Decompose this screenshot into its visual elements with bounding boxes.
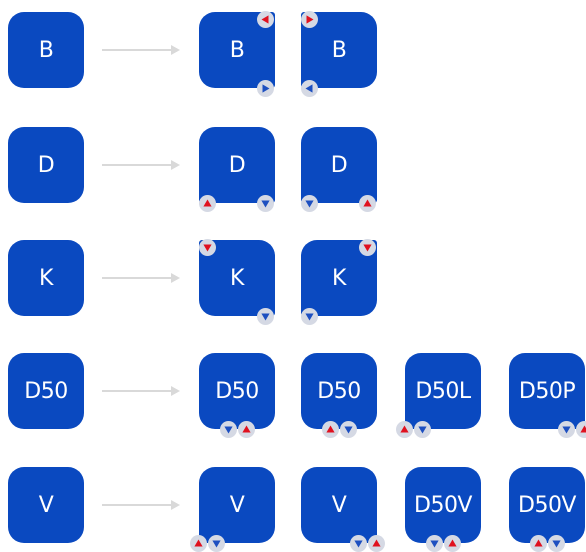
arrow-right-icon (102, 44, 182, 56)
triangle-down-blue-icon (414, 421, 431, 438)
result-tile-b-label: B (332, 38, 347, 63)
result-tile-v: V (199, 467, 275, 543)
source-tile-d50-label: D50 (24, 379, 67, 404)
triangle-down-blue-icon (257, 308, 274, 325)
triangle-down-blue-icon (257, 195, 274, 212)
triangle-up-red-icon (199, 195, 216, 212)
triangle-left-blue-icon (301, 80, 318, 97)
result-tile-d-label: D (331, 153, 347, 178)
arrow-right-icon (102, 272, 182, 284)
result-tile-d50: D50 (301, 353, 377, 429)
result-tile-d50-label: D50 (317, 379, 360, 404)
triangle-up-red-icon (444, 535, 461, 552)
triangle-up-red-icon (576, 421, 586, 438)
result-tile-d50-label: D50 (215, 379, 258, 404)
result-tile-v: V (301, 467, 377, 543)
result-tile-d50l: D50L (405, 353, 481, 429)
result-tile-d50: D50 (199, 353, 275, 429)
triangle-right-red-icon (301, 11, 318, 28)
triangle-down-blue-icon (301, 308, 318, 325)
result-tile-d50v-label: D50V (518, 493, 576, 518)
source-tile-k-label: K (39, 266, 53, 291)
triangle-down-blue-icon (426, 535, 443, 552)
triangle-down-blue-icon (340, 421, 357, 438)
triangle-down-blue-icon (350, 535, 367, 552)
triangle-down-red-icon (359, 239, 376, 256)
result-tile-d50v: D50V (509, 467, 585, 543)
triangle-up-red-icon (396, 421, 413, 438)
source-tile-v-label: V (39, 493, 54, 518)
triangle-down-blue-icon (548, 535, 565, 552)
arrow-right-icon (102, 385, 182, 397)
triangle-left-red-icon (257, 11, 274, 28)
triangle-down-blue-icon (301, 195, 318, 212)
triangle-up-red-icon (530, 535, 547, 552)
result-tile-k-label: K (332, 266, 346, 291)
triangle-up-red-icon (359, 195, 376, 212)
result-tile-d-label: D (229, 153, 245, 178)
source-tile-k: K (8, 240, 84, 316)
result-tile-k-label: K (230, 266, 244, 291)
source-tile-d-label: D (38, 153, 54, 178)
triangle-right-blue-icon (257, 80, 274, 97)
triangle-up-red-icon (368, 535, 385, 552)
result-tile-d: D (301, 127, 377, 203)
triangle-down-blue-icon (208, 535, 225, 552)
result-tile-d: D (199, 127, 275, 203)
result-tile-v-label: V (230, 493, 245, 518)
triangle-down-red-icon (199, 239, 216, 256)
triangle-up-red-icon (322, 421, 339, 438)
result-tile-v-label: V (332, 493, 347, 518)
result-tile-d50l-label: D50L (415, 379, 470, 404)
arrow-right-icon (102, 159, 182, 171)
result-tile-d50p: D50P (509, 353, 585, 429)
result-tile-d50v-label: D50V (414, 493, 472, 518)
source-tile-b-label: B (39, 38, 54, 63)
source-tile-d50: D50 (8, 353, 84, 429)
source-tile-d: D (8, 127, 84, 203)
triangle-down-blue-icon (220, 421, 237, 438)
triangle-down-blue-icon (558, 421, 575, 438)
source-tile-b: B (8, 12, 84, 88)
arrow-right-icon (102, 499, 182, 511)
triangle-up-red-icon (238, 421, 255, 438)
result-tile-d50p-label: D50P (519, 379, 575, 404)
triangle-up-red-icon (190, 535, 207, 552)
result-tile-d50v: D50V (405, 467, 481, 543)
source-tile-v: V (8, 467, 84, 543)
result-tile-b-label: B (230, 38, 245, 63)
